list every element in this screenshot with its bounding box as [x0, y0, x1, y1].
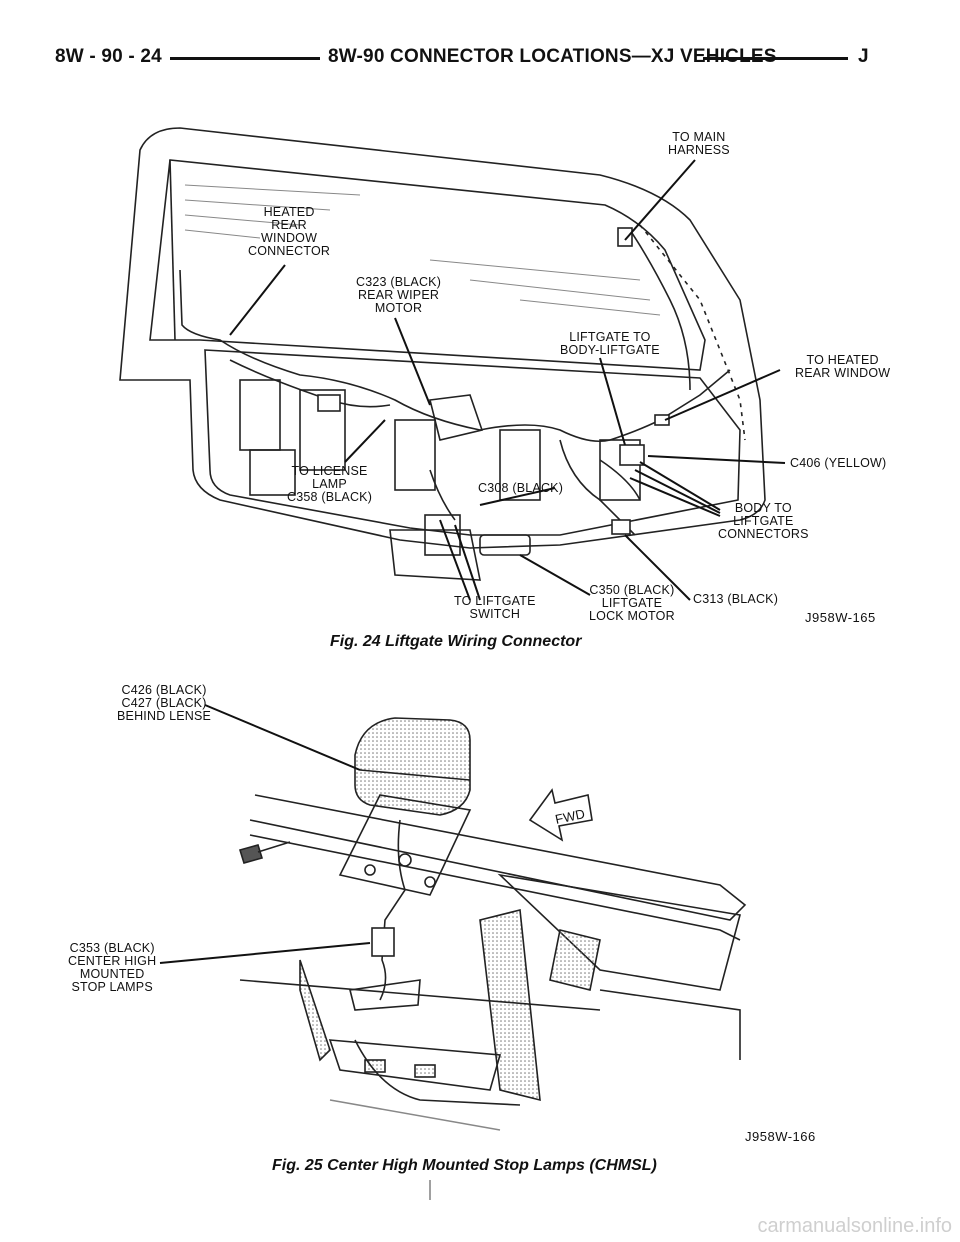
figure-code-166: J958W-166: [745, 1129, 816, 1144]
figure-liftgate-wiring: TO MAIN HARNESS HEATED REAR WINDOW CONNE…: [119, 127, 891, 650]
chmsl-illustration: [159, 704, 747, 1200]
label-c426-c427-behind-lense: C426 (BLACK) C427 (BLACK) BEHIND LENSE: [117, 683, 212, 723]
label-c323-rear-wiper-motor: C323 (BLACK) REAR WIPER MOTOR: [356, 275, 442, 315]
label-to-main-harness: TO MAIN HARNESS: [668, 130, 730, 157]
label-to-license-lamp-c358: TO LICENSE LAMP C358 (BLACK): [287, 464, 373, 504]
label-c313-black: C313 (BLACK): [693, 592, 779, 606]
label-c353-center-high-mounted-stop-lamps: C353 (BLACK) CENTER HIGH MOUNTED STOP LA…: [68, 941, 157, 994]
liftgate-illustration: [119, 127, 786, 601]
label-c406-yellow: C406 (YELLOW): [790, 456, 887, 470]
watermark: carmanualsonline.info: [757, 1215, 952, 1237]
label-liftgate-to-body: LIFTGATE TO BODY-LIFTGATE: [560, 330, 660, 357]
label-body-to-liftgate-connectors: BODY TO LIFTGATE CONNECTORS: [718, 501, 809, 541]
page-reference: 8W - 90 - 24: [55, 46, 162, 67]
label-c308-black: C308 (BLACK): [478, 481, 564, 495]
label-to-heated-rear-window: TO HEATED REAR WINDOW: [795, 353, 891, 380]
label-heated-rear-window-connector: HEATED REAR WINDOW CONNECTOR: [248, 205, 331, 258]
figure-chmsl: C426 (BLACK) C427 (BLACK) BEHIND LENSE F…: [0, 660, 960, 1200]
figure-code-165: J958W-165: [805, 610, 876, 625]
section-letter: J: [858, 46, 869, 67]
header-rule-left: [170, 57, 320, 60]
caption-fig-24: Fig. 24 Liftgate Wiring Connector: [330, 633, 582, 650]
header-rule-right: [703, 57, 848, 60]
page-title: 8W-90 CONNECTOR LOCATIONS—XJ VEHICLES: [328, 46, 777, 67]
label-to-liftgate-switch: TO LIFTGATE SWITCH: [454, 594, 536, 621]
caption-fig-25: Fig. 25 Center High Mounted Stop Lamps (…: [272, 1157, 657, 1174]
label-c350-lock-motor: C350 (BLACK) LIFTGATE LOCK MOTOR: [589, 583, 675, 623]
page-header: 8W - 90 - 24 8W-90 CONNECTOR LOCATIONS—X…: [0, 0, 960, 80]
